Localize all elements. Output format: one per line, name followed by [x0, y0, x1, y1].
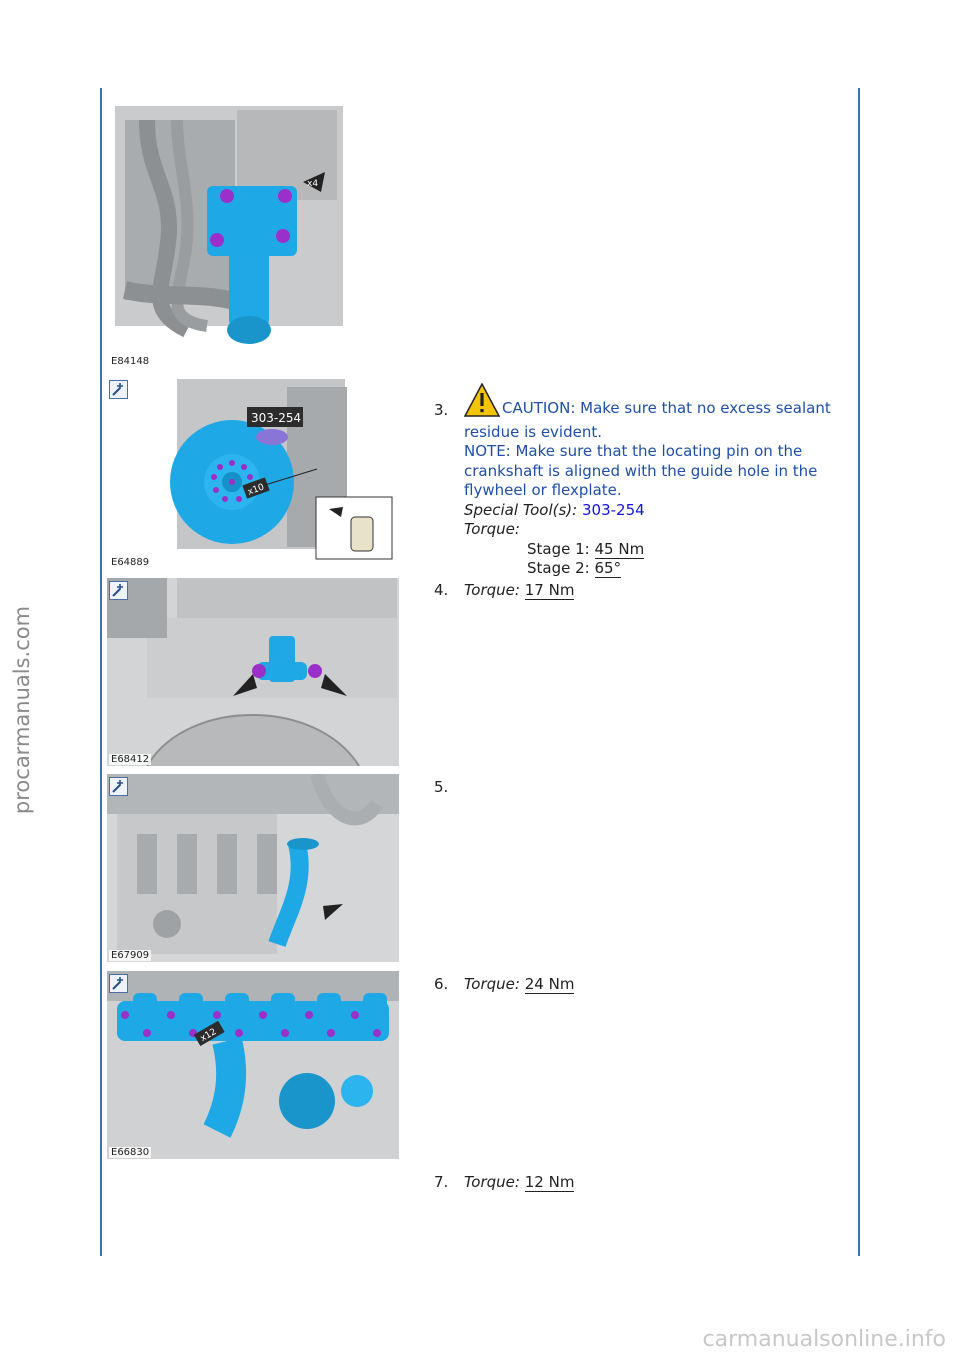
figure-code: E67909 — [109, 950, 152, 961]
zoom-icon[interactable] — [109, 777, 128, 796]
sensor-illustration — [107, 578, 399, 766]
torque-value: 24 Nm — [524, 975, 575, 994]
stage-1-value: 45 Nm — [594, 539, 645, 559]
fig1-count-callout: x4 — [307, 179, 318, 189]
caution-label: CAUTION: Make sure that no excess sealan… — [464, 399, 831, 441]
figure-e84148: x4 E84148 — [107, 100, 352, 368]
torque-value: 12 Nm — [524, 1173, 575, 1192]
torque-label: Torque: — [464, 1173, 520, 1191]
side-watermark: procarmanuals.com — [10, 605, 34, 815]
bottom-watermark: carmanualsonline.info — [702, 1327, 946, 1352]
engine-mount-illustration: x4 — [107, 100, 352, 368]
zoom-icon[interactable] — [109, 974, 128, 993]
stage-1-line: Stage 1: 45 Nm — [464, 539, 844, 560]
figure-e66830: x12 E66830 — [107, 971, 399, 1159]
exhaust-manifold-illustration: x12 — [107, 971, 399, 1159]
zoom-icon[interactable] — [109, 380, 128, 399]
special-tool-line: Special Tool(s): 303-254 — [464, 501, 844, 521]
step-number: 7. — [434, 1173, 449, 1191]
figure-code: E84148 — [109, 356, 152, 367]
coolant-pipe-illustration — [107, 774, 399, 962]
figure-code: E66830 — [109, 1147, 152, 1158]
figure-code: E64889 — [109, 557, 152, 568]
special-tool-label: Special Tool(s): — [464, 500, 578, 519]
stage-2-value: 65° — [594, 559, 622, 578]
stage-2-label: Stage 2: — [527, 559, 590, 577]
step-number: 4. — [434, 581, 449, 599]
torque-label: Torque: — [464, 520, 520, 538]
torque-label: Torque: — [464, 581, 520, 599]
left-margin-rule — [100, 88, 102, 1256]
zoom-icon[interactable] — [109, 581, 128, 600]
step-number: 5. — [434, 778, 449, 796]
flywheel-illustration: 303-254 x10 — [107, 377, 397, 569]
step-number: 6. — [434, 975, 449, 993]
caution-text: CAUTION: Make sure that no excess sealan… — [463, 382, 844, 442]
special-tool-link[interactable]: 303-254 — [582, 500, 645, 519]
fig2-tool-callout: 303-254 — [251, 411, 301, 425]
stage-2-line: Stage 2: 65° — [464, 559, 844, 579]
figure-code: E68412 — [109, 754, 152, 765]
note-text: NOTE: Make sure that the locating pin on… — [464, 442, 818, 499]
step-number: 3. — [434, 401, 449, 419]
figure-e68412: E68412 — [107, 578, 399, 766]
torque-label: Torque: — [464, 975, 520, 993]
figure-e67909: E67909 — [107, 774, 399, 962]
warning-triangle-icon — [463, 382, 501, 423]
stage-1-label: Stage 1: — [527, 539, 590, 558]
right-margin-rule — [858, 88, 860, 1256]
torque-value: 17 Nm — [524, 581, 575, 600]
figure-e64889: 303-254 x10 E64889 — [107, 377, 397, 569]
